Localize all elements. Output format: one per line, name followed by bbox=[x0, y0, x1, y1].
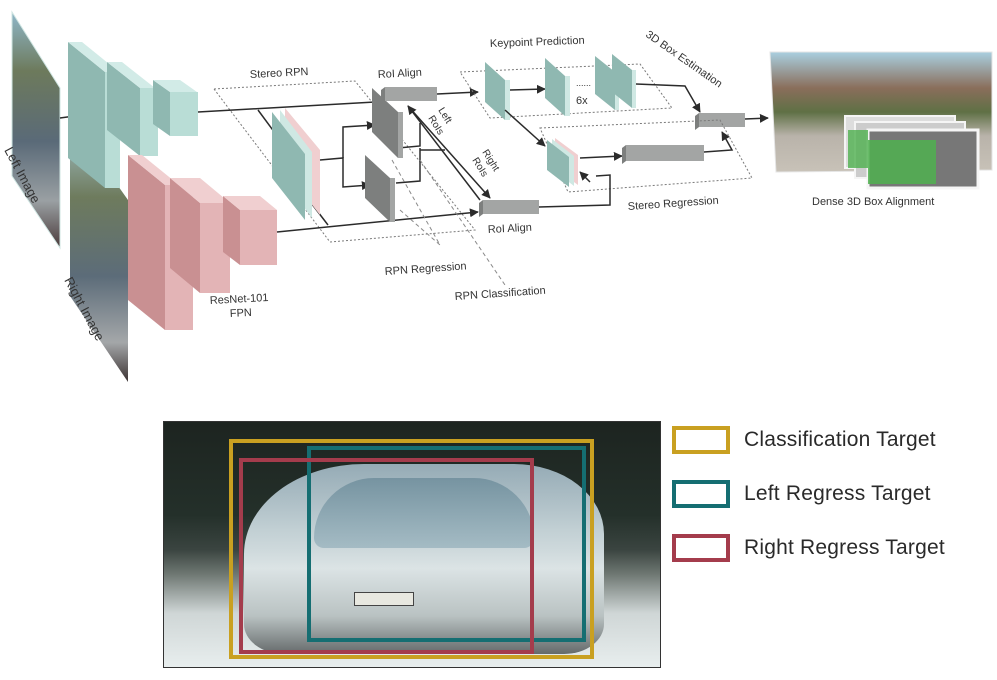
legend-item-right-regress-target: Right Regress Target bbox=[672, 534, 945, 562]
output-label: Dense 3D Box Alignment bbox=[812, 196, 934, 208]
backbone-left-stack bbox=[68, 42, 198, 188]
roi-align-bottom-block bbox=[479, 200, 539, 217]
legend-swatch-left-regress bbox=[672, 480, 730, 508]
car-example-photo bbox=[163, 421, 661, 668]
keypoint-layer-2 bbox=[545, 58, 570, 116]
legend-label-classification: Classification Target bbox=[744, 428, 936, 451]
legend-swatch-classification bbox=[672, 426, 730, 454]
left-image-plane bbox=[11, 10, 61, 250]
legend-item-classification-target: Classification Target bbox=[672, 426, 936, 454]
stereo-rpn-label: Stereo RPN bbox=[250, 66, 309, 81]
rpn-regression-label: RPN Regression bbox=[384, 260, 467, 278]
keypoint-layer-stack bbox=[595, 54, 636, 110]
keypoint-prediction-region bbox=[459, 63, 673, 119]
legend-label-right-regress: Right Regress Target bbox=[744, 536, 945, 559]
left-regress-target-bbox bbox=[307, 446, 586, 642]
roi-align-top-block bbox=[381, 87, 437, 104]
legend-label-left-regress: Left Regress Target bbox=[744, 482, 931, 505]
keypoint-ellipsis: ...... bbox=[576, 78, 591, 88]
stereo-rcnn-architecture-diagram: Left Image Right Image ResNet-101 FPN St… bbox=[1, 10, 993, 382]
keypoint-layer-1 bbox=[485, 62, 510, 120]
dense-3d-box-alignment-image bbox=[769, 51, 993, 190]
roi-align-bottom-label: RoI Align bbox=[488, 222, 533, 236]
box-estimation-block bbox=[695, 113, 745, 130]
stereo-regression-label: Stereo Regression bbox=[627, 195, 719, 213]
stereo-regression-region bbox=[539, 119, 753, 193]
backbone-label-line2: FPN bbox=[230, 307, 253, 320]
legend-item-left-regress-target: Left Regress Target bbox=[672, 480, 931, 508]
windshield bbox=[314, 478, 534, 548]
box-estimation-label: 3D Box Estimation bbox=[643, 29, 724, 91]
keypoint-repeat-label: 6x bbox=[576, 95, 588, 107]
classification-target-bbox bbox=[229, 439, 594, 659]
stereo-regression-block bbox=[622, 145, 704, 164]
keypoint-prediction-label: Keypoint Prediction bbox=[490, 35, 585, 50]
license-plate bbox=[354, 592, 414, 606]
stereo-regression-feature-block bbox=[547, 138, 578, 187]
stereo-rpn-feature-block bbox=[272, 108, 320, 220]
rpn-classification-label: RPN Classification bbox=[454, 285, 546, 303]
rpn-classification-block bbox=[372, 88, 403, 158]
rpn-regression-block bbox=[365, 155, 395, 222]
right-regress-target-bbox bbox=[239, 458, 534, 654]
roi-align-top-label: RoI Align bbox=[378, 67, 423, 81]
backbone-label-line1: ResNet-101 bbox=[210, 292, 269, 307]
legend-swatch-right-regress bbox=[672, 534, 730, 562]
backbone-right-stack bbox=[128, 155, 277, 330]
stereo-rpn-region bbox=[213, 80, 476, 243]
